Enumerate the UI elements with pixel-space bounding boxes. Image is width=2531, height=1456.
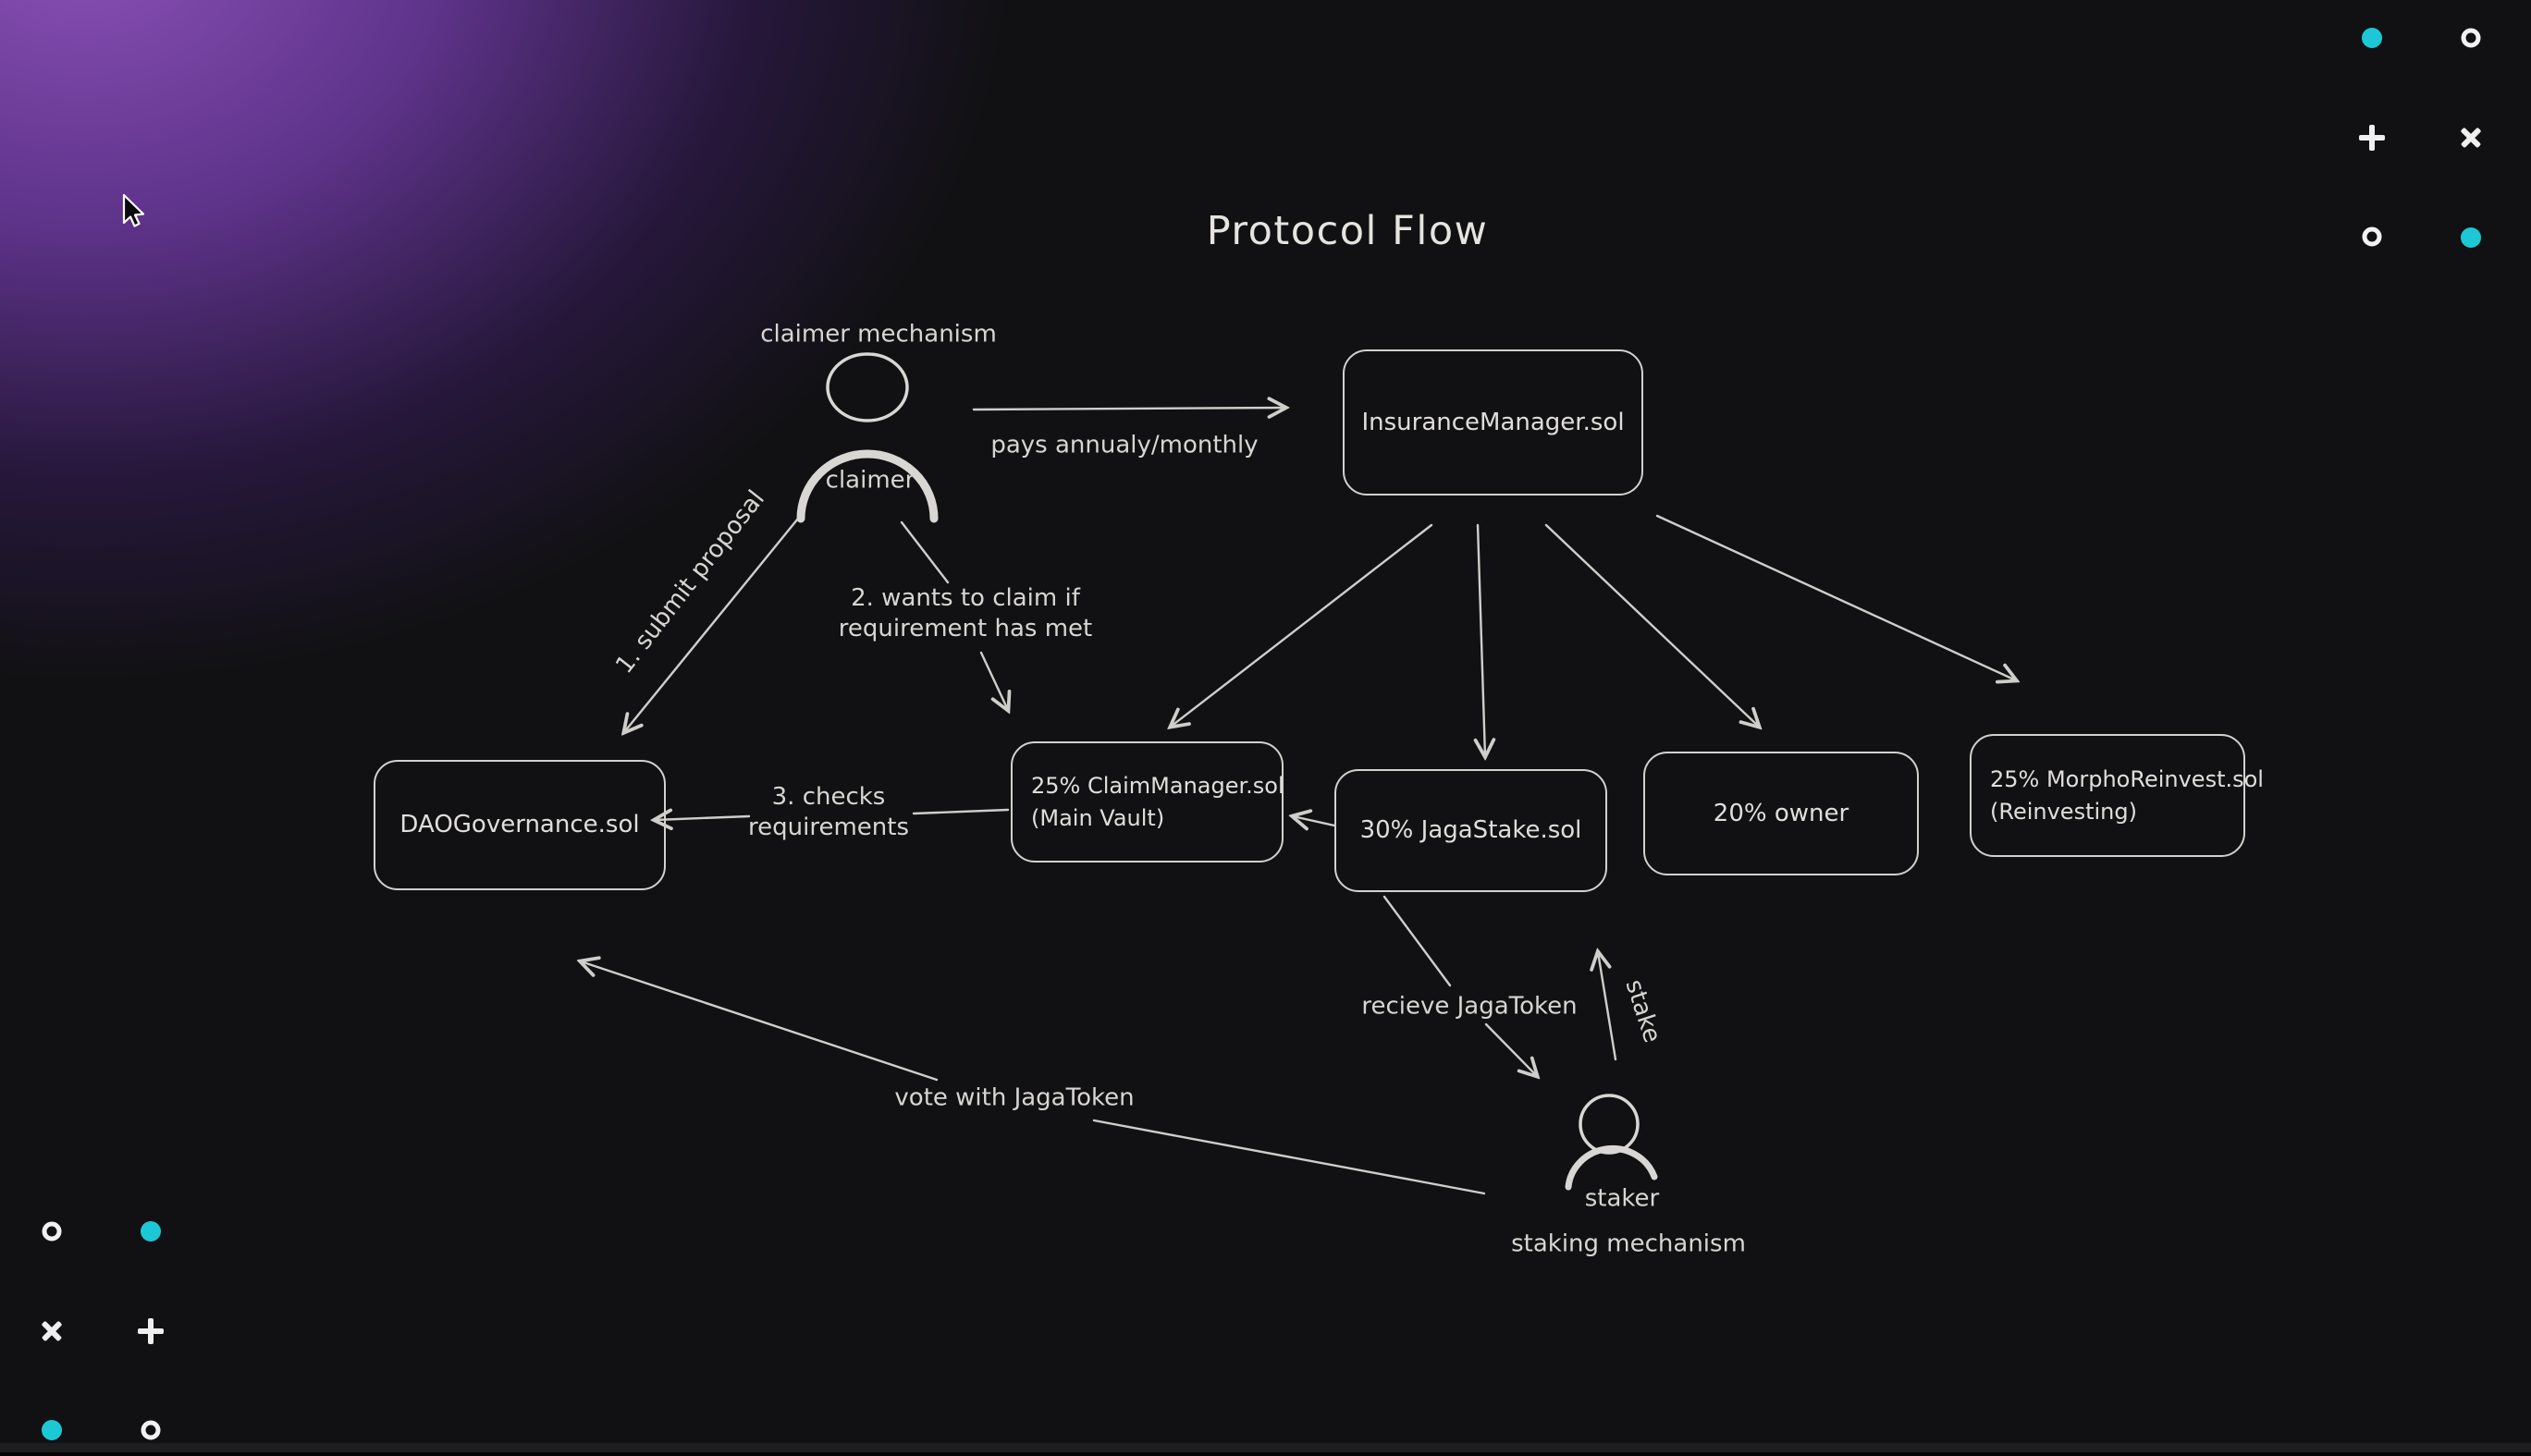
edge-vote-b: [581, 961, 939, 1082]
edge-to-jaga-stake: [1478, 523, 1485, 756]
claimer-name-label: claimer: [825, 466, 915, 495]
bottom-scrollbar-track[interactable]: [0, 1443, 2531, 1452]
edge-wants-claim-a: [900, 520, 950, 584]
edge-label-line1: 2. wants to claim if: [851, 584, 1080, 612]
edge-checks-a: [912, 808, 1010, 815]
bottom-edge: [0, 1452, 2531, 1456]
decor-dot-teal-icon: [141, 1221, 161, 1242]
node-label-line1: 25% MorphoReinvest.sol: [1990, 765, 2264, 792]
edge-to-morpho: [1655, 514, 2016, 680]
claimer-mechanism-label: claimer mechanism: [760, 320, 997, 349]
decor-x-icon: [2460, 127, 2482, 149]
decor-x-icon: [41, 1320, 63, 1342]
staking-mechanism-label: staking mechanism: [1511, 1230, 1746, 1258]
mouse-cursor-icon: [122, 193, 145, 227]
staker-name-label: staker: [1584, 1184, 1660, 1213]
edge-vote-a: [1092, 1119, 1486, 1195]
node-label-line1: 25% ClaimManager.sol: [1031, 772, 1284, 799]
edge-label-pays: pays annualy/monthly: [990, 431, 1259, 459]
edge-pays-annually: [972, 408, 1285, 410]
edge-to-owner: [1544, 523, 1759, 727]
decor-ring-icon: [42, 1221, 62, 1242]
decor-dot-teal-icon: [2461, 227, 2481, 248]
decor-plus-icon: [2359, 125, 2385, 151]
decor-ring-icon: [2362, 226, 2382, 247]
edge-label-receive: recieve JagaToken: [1361, 992, 1578, 1021]
decor-dot-teal-icon: [2362, 28, 2382, 48]
decor-plus-icon: [138, 1318, 164, 1344]
edge-checks-b: [655, 816, 751, 820]
edge-label-checks: 3. checks requirements: [748, 782, 909, 843]
edge-label-line1: 3. checks: [771, 783, 886, 811]
decor-ring-icon: [2461, 28, 2481, 48]
node-owner[interactable]: 20% owner: [1643, 752, 1919, 875]
claimer-person-icon[interactable]: [796, 352, 939, 523]
edge-wants-claim-b: [979, 651, 1008, 710]
edge-jaga-to-claim: [1293, 816, 1336, 826]
node-label: DAOGovernance.sol: [399, 811, 640, 838]
node-dao-governance[interactable]: DAOGovernance.sol: [374, 760, 666, 890]
node-jaga-stake[interactable]: 30% JagaStake.sol: [1334, 769, 1607, 892]
node-label-line2: (Reinvesting): [1990, 798, 2137, 825]
edge-stake: [1598, 952, 1617, 1061]
decor-ring-icon: [141, 1420, 161, 1440]
edge-to-claim-manager: [1171, 523, 1433, 727]
page-title: Protocol Flow: [1206, 208, 1489, 254]
node-morpho-reinvest[interactable]: 25% MorphoReinvest.sol (Reinvesting): [1970, 734, 2264, 857]
edge-label-line2: requirements: [748, 814, 909, 841]
edge-label-wants-claim: 2. wants to claim if requirement has met: [839, 583, 1092, 644]
node-insurance-manager[interactable]: InsuranceManager.sol: [1343, 349, 1643, 496]
node-label: 30% JagaStake.sol: [1359, 816, 1582, 844]
node-claim-manager[interactable]: 25% ClaimManager.sol (Main Vault): [1011, 741, 1284, 863]
decor-dot-teal-icon: [42, 1420, 62, 1440]
staker-person-icon[interactable]: [1565, 1094, 1658, 1191]
node-label: InsuranceManager.sol: [1361, 408, 1625, 436]
edge-label-line2: requirement has met: [838, 615, 1093, 642]
edge-submit-proposal: [624, 512, 804, 732]
node-label-line2: (Main Vault): [1031, 804, 1165, 831]
edge-receive-a: [1382, 895, 1452, 987]
node-label: 20% owner: [1713, 799, 1849, 827]
edge-receive-b: [1484, 1022, 1537, 1076]
edge-label-vote: vote with JagaToken: [894, 1083, 1135, 1112]
